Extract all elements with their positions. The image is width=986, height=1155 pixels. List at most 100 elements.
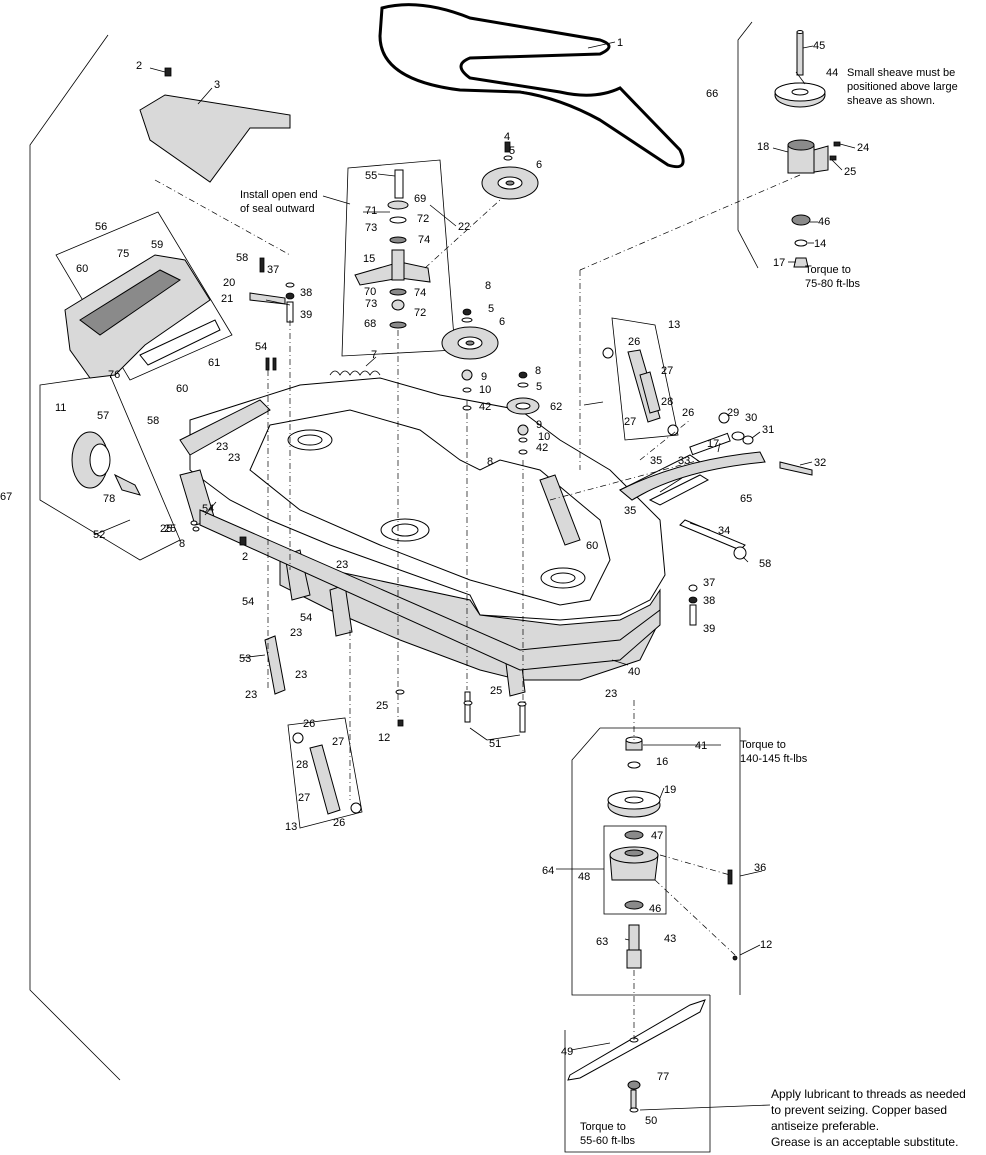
callout-2: 2 — [136, 60, 142, 72]
discharge-chute — [64, 254, 221, 379]
callout-40: 40 — [628, 666, 640, 678]
callout-9: 9 — [536, 419, 542, 431]
idler-sheave-upper — [774, 30, 841, 268]
callout-15: 15 — [363, 253, 375, 265]
callout-20: 20 — [223, 277, 235, 289]
group-outlines — [29, 21, 759, 1153]
callout-36: 36 — [754, 862, 766, 874]
callout-12: 12 — [760, 939, 772, 951]
callout-5: 5 — [509, 145, 515, 157]
callout-27: 27 — [298, 792, 310, 804]
callout-42: 42 — [536, 442, 548, 454]
callout-3: 3 — [214, 79, 220, 91]
callout-26: 26 — [333, 817, 345, 829]
callout-35: 35 — [624, 505, 636, 517]
callout-23: 23 — [295, 669, 307, 681]
callout-57: 57 — [97, 410, 109, 422]
callout-45: 45 — [813, 40, 825, 52]
note-torque-spindle-line2: 140-145 ft-lbs — [740, 753, 808, 765]
callout-13: 13 — [285, 821, 297, 833]
gauge-wheel — [71, 431, 141, 496]
note-torque-spindle-line1: Torque to — [740, 739, 786, 751]
callout-56: 56 — [95, 221, 107, 233]
note-lube-line2: to prevent seizing. Copper based — [771, 1103, 947, 1117]
callout-13: 13 — [668, 319, 680, 331]
callout-76: 76 — [108, 369, 120, 381]
note-seal-line2: of seal outward — [240, 203, 315, 215]
note-torque-blade-line1: Torque to — [580, 1121, 626, 1133]
callout-23: 23 — [605, 688, 617, 700]
callout-28: 28 — [296, 759, 308, 771]
callout-7: 7 — [371, 349, 377, 361]
callout-74: 74 — [418, 234, 430, 246]
callout-25: 25 — [490, 685, 502, 697]
callout-23: 23 — [290, 627, 302, 639]
blade-assembly — [567, 999, 706, 1113]
callout-53: 53 — [239, 653, 251, 665]
callout-67: 67 — [0, 491, 12, 503]
callout-31: 31 — [762, 424, 774, 436]
callout-23: 23 — [228, 452, 240, 464]
callout-74: 74 — [414, 287, 426, 299]
callout-68: 68 — [364, 318, 376, 330]
deck-assembly — [179, 377, 666, 697]
note-torque-idler-line1: Torque to — [805, 264, 851, 276]
callout-27: 27 — [332, 736, 344, 748]
callout-6: 6 — [499, 316, 505, 328]
callout-71: 71 — [365, 205, 377, 217]
callout-labels: 1 2 2 3 4 5 5 5 6 6 7 8 8 8 8 9 9 10 10 … — [0, 37, 869, 1127]
callout-44: 44 — [826, 67, 838, 79]
callout-27: 27 — [661, 365, 673, 377]
callout-58: 58 — [147, 415, 159, 427]
callout-46: 46 — [649, 903, 661, 915]
note-torque-idler-line2: 75-80 ft-lbs — [805, 278, 861, 290]
spindle-hole-right-inner — [550, 572, 576, 584]
callout-10: 10 — [479, 384, 491, 396]
callout-41: 41 — [695, 740, 707, 752]
note-lube-line3: antiseize preferable. — [771, 1119, 879, 1133]
deck-bracket-right — [539, 474, 581, 546]
callout-5: 5 — [488, 303, 494, 315]
callout-8: 8 — [535, 365, 541, 377]
outline-13-left — [287, 717, 363, 829]
note-sheave-line2: positioned above large — [847, 81, 958, 93]
callout-58: 58 — [759, 558, 771, 570]
callout-12: 12 — [378, 732, 390, 744]
note-lube-line4: Grease is an acceptable substitute. — [771, 1135, 958, 1149]
callout-17: 17 — [773, 257, 785, 269]
callout-11: 11 — [55, 402, 66, 414]
callout-29: 29 — [727, 407, 739, 419]
callout-26: 26 — [303, 718, 315, 730]
callout-21: 21 — [221, 293, 233, 305]
leader-lines — [93, 41, 856, 1111]
belt — [378, 3, 685, 169]
callout-25: 25 — [164, 523, 176, 535]
callout-46: 46 — [818, 216, 830, 228]
callout-8: 8 — [179, 538, 185, 550]
note-sheave-line1: Small sheave must be — [847, 67, 955, 79]
callout-54: 54 — [255, 341, 267, 353]
callout-62: 62 — [550, 401, 562, 413]
callout-23: 23 — [216, 441, 228, 453]
baffle — [139, 94, 291, 183]
alignment-lines — [154, 174, 801, 1040]
callout-27: 27 — [624, 416, 636, 428]
callout-30: 30 — [745, 412, 757, 424]
callout-25: 25 — [844, 166, 856, 178]
note-sheave-line3: sheave as shown. — [847, 95, 935, 107]
callout-33: 33 — [678, 455, 690, 467]
callout-49: 49 — [561, 1046, 573, 1058]
callout-61: 61 — [208, 357, 220, 369]
callout-60: 60 — [586, 540, 598, 552]
note-lube-line1: Apply lubricant to threads as needed — [771, 1087, 966, 1101]
callout-14: 14 — [814, 238, 826, 250]
callout-23: 23 — [245, 689, 257, 701]
spindle-hole-center-inner — [391, 523, 419, 537]
callout-70: 70 — [364, 286, 376, 298]
pulleys — [441, 141, 540, 455]
callout-16: 16 — [656, 756, 668, 768]
callout-55: 55 — [365, 170, 377, 182]
callout-54: 54 — [300, 612, 312, 624]
callout-50: 50 — [645, 1115, 657, 1127]
callout-26: 26 — [682, 407, 694, 419]
